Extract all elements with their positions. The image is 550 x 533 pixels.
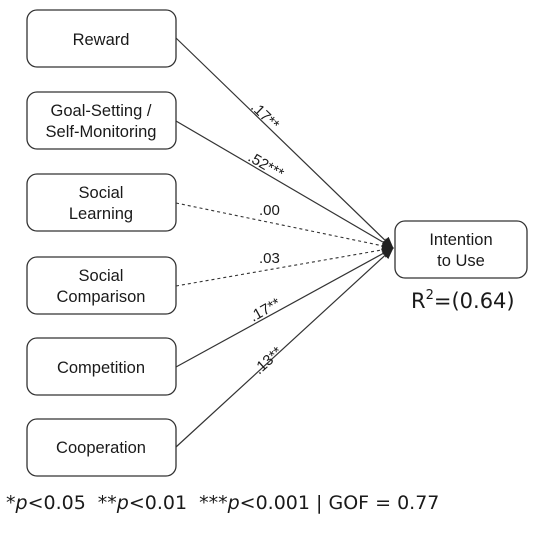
footnote-sig3-stars: *** xyxy=(199,492,228,514)
node-intention-label-line2: to Use xyxy=(437,252,485,270)
path-line-reward xyxy=(175,37,394,249)
footnote-sig3-threshold: <0.001 xyxy=(239,492,310,514)
r-squared-superscript: 2 xyxy=(426,288,434,303)
node-cooperation-label: Cooperation xyxy=(56,439,146,457)
node-intention-label-line1: Intention xyxy=(429,231,492,249)
node-social-comparison-label-line1: Social xyxy=(79,267,124,285)
node-social-learning-label-line1: Social xyxy=(79,184,124,202)
node-goal-setting-label-line1: Goal-Setting / xyxy=(51,102,152,120)
node-social-comparison-label-line2: Comparison xyxy=(57,288,146,306)
path-line-competition xyxy=(175,247,394,368)
path-line-goal-setting xyxy=(175,120,394,249)
footnote-sig3-p: p xyxy=(227,492,240,514)
footnote-sig1-p: p xyxy=(15,492,28,514)
node-goal-setting-label-line2: Self-Monitoring xyxy=(46,123,157,141)
node-social-learning: Social Learning xyxy=(26,173,177,232)
node-competition: Competition xyxy=(26,337,177,396)
path-lines xyxy=(175,37,394,448)
node-goal-setting: Goal-Setting / Self-Monitoring xyxy=(26,91,177,150)
node-competition-label: Competition xyxy=(57,359,145,377)
r-squared-number: =(0.64) xyxy=(434,289,515,313)
path-label-cooperation: .13** xyxy=(250,343,286,378)
footnote-sig1-stars: * xyxy=(6,492,16,514)
r-squared-prefix: R xyxy=(411,289,426,313)
node-intention-to-use: Intention to Use xyxy=(394,220,528,279)
footnote-sig2-stars: ** xyxy=(97,492,117,514)
footnote-sig1-threshold: <0.05 xyxy=(27,492,86,514)
footnote-sig2-p: p xyxy=(116,492,129,514)
footnote-gof: | GOF = 0.77 xyxy=(309,492,440,514)
node-reward: Reward xyxy=(26,9,177,68)
path-label-goal-setting: .52*** xyxy=(245,149,287,183)
node-social-comparison: Social Comparison xyxy=(26,256,177,315)
path-label-competition: .17** xyxy=(247,295,284,326)
path-labels: .17** .52*** .00 .03 .17** .13** xyxy=(245,99,287,378)
path-line-social-comparison xyxy=(175,244,394,287)
node-cooperation: Cooperation xyxy=(26,418,177,477)
path-line-social-learning xyxy=(175,202,394,251)
significance-footnote: *p<0.05**p<0.01***p<0.001 | GOF = 0.77 xyxy=(6,492,546,514)
path-label-reward: .17** xyxy=(247,99,282,134)
path-line-cooperation xyxy=(175,247,394,448)
footnote-sig2-threshold: <0.01 xyxy=(128,492,188,514)
node-social-learning-label-line2: Learning xyxy=(69,205,133,223)
r-squared-value: R2=(0.64) xyxy=(411,288,515,313)
node-reward-label: Reward xyxy=(73,31,130,49)
path-label-social-learning: .00 xyxy=(259,202,280,219)
path-label-social-comparison: .03 xyxy=(259,250,280,267)
